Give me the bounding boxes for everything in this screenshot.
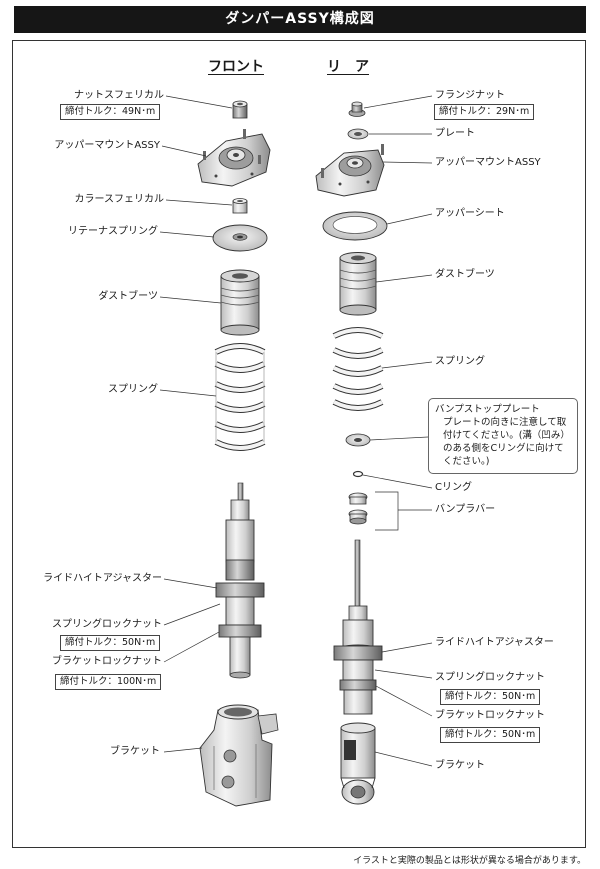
bump-stop-plate-note: バンプストッププレート プレートの向きに注意して取付けてください。(溝（凹み）の… <box>428 398 578 474</box>
front-collar-part <box>232 198 248 214</box>
rear-plate-label: プレート <box>435 128 475 139</box>
rear-spring-lock-torque: 締付トルク：50N･m <box>440 689 541 705</box>
front-bracket-lock-label: ブラケットロックナット <box>52 656 162 667</box>
diagram-frame <box>12 40 586 848</box>
front-nut-part <box>232 100 248 119</box>
front-spring-label: スプリング <box>108 384 158 395</box>
rear-bracket-lock-label: ブラケットロックナット <box>435 710 545 721</box>
rear-flange-nut-label: フランジナット <box>435 90 505 101</box>
front-leader-lines <box>159 95 233 753</box>
front-dust-boot-part <box>220 269 260 336</box>
front-upper-mount-label: アッパーマウントASSY <box>54 140 160 151</box>
rear-upper-seat-label: アッパーシート <box>435 208 505 219</box>
rear-spring-label: スプリング <box>435 356 485 367</box>
front-bracket-lock-torque: 締付トルク：100N･m <box>55 674 162 690</box>
rear-bracket-lock-torque: 締付トルク：50N･m <box>440 727 541 743</box>
front-retainer-label: リテーナスプリング <box>68 226 158 237</box>
rear-bracket-label: ブラケット <box>435 760 485 771</box>
rear-flange-nut-torque: 締付トルク：29N･m <box>434 104 535 120</box>
rear-c-ring-label: Cリング <box>435 482 472 493</box>
bump-stop-plate-title: バンプストッププレート <box>435 404 540 415</box>
rear-upper-mount-part <box>315 144 385 197</box>
front-heading: フロント <box>208 59 264 75</box>
rear-heading: リ ア <box>327 59 369 75</box>
front-nut-label: ナットスフェリカル <box>74 90 164 101</box>
front-collar-label: カラースフェリカル <box>74 194 165 205</box>
rear-damper-body-part <box>333 539 383 715</box>
rear-leader-lines <box>362 95 433 767</box>
front-upper-mount-part <box>197 129 271 187</box>
front-dust-boot-label: ダストブーツ <box>98 291 158 302</box>
rear-dust-boot-label: ダストブーツ <box>435 269 495 280</box>
diagram-title: ダンパーASSY構成図 <box>14 6 586 33</box>
rear-spring-lock-label: スプリングロックナット <box>435 672 545 683</box>
rear-dust-boot-part <box>339 252 377 316</box>
rear-upper-mount-label: アッパーマウントASSY <box>435 157 541 168</box>
front-retainer-part <box>212 224 268 252</box>
front-bracket-label: ブラケット <box>110 746 160 757</box>
front-spring-lock-label: スプリングロックナット <box>52 619 162 630</box>
front-spring-part <box>214 343 266 451</box>
front-damper-body-part <box>215 482 265 679</box>
rear-bump-rubber-part <box>348 492 368 525</box>
front-ride-height-label: ライドハイトアジャスター <box>43 573 162 584</box>
rear-bump-rubber-label: バンプラバー <box>435 504 496 515</box>
rear-c-ring-part <box>352 470 364 478</box>
rear-plate-part <box>347 128 369 140</box>
rear-bracket-part <box>340 722 376 805</box>
rear-spring-part <box>332 327 384 411</box>
bump-stop-plate-text: プレートの向きに注意して取付けてください。(溝（凹み）のある側をCリングに向けて… <box>443 417 570 467</box>
front-spring-lock-torque: 締付トルク：50N･m <box>60 635 161 651</box>
rear-bump-plate-part <box>345 433 371 447</box>
front-bracket-part <box>199 704 279 807</box>
disclaimer-text: イラストと実際の製品とは形状が異なる場合があります。 <box>353 856 586 866</box>
rear-ride-height-label: ライドハイトアジャスター <box>435 637 554 648</box>
rear-flange-nut-part <box>348 101 366 117</box>
front-nut-torque: 締付トルク：49N･m <box>60 104 161 120</box>
rear-upper-seat-part <box>322 211 388 241</box>
